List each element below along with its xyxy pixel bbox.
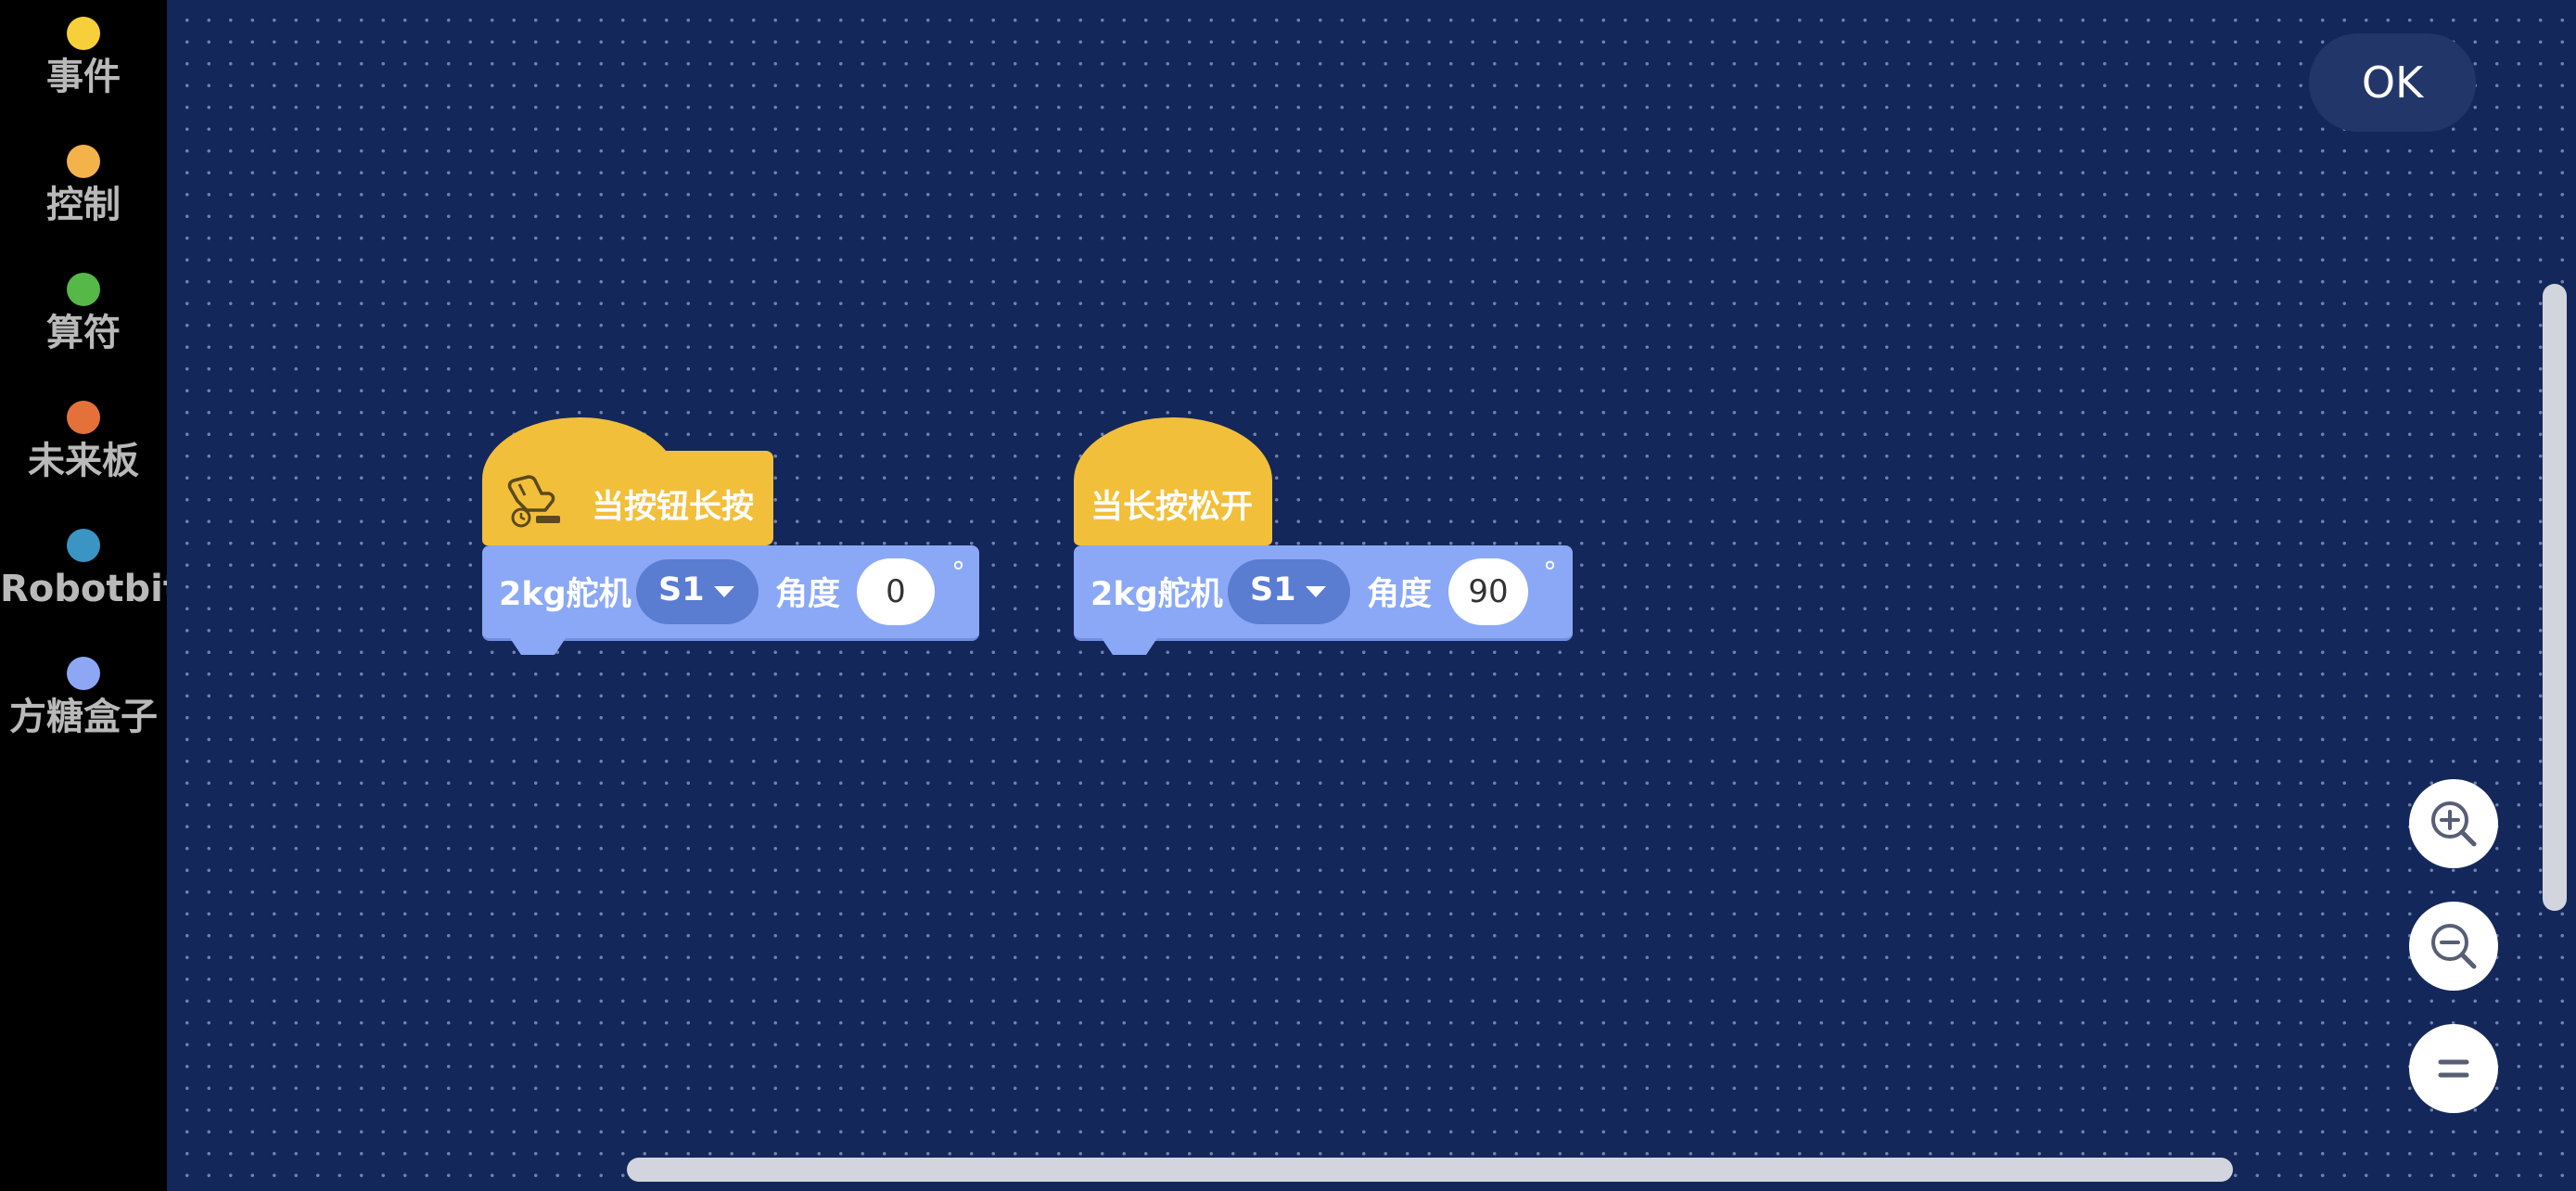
category-label: 未来板 (28, 440, 139, 482)
vertical-scrollbar[interactable] (2543, 284, 2567, 911)
block-bottom-notch (510, 638, 566, 655)
category-dot (67, 529, 100, 562)
hat-block-extension (649, 451, 773, 545)
category-operators[interactable]: 算符 (0, 256, 167, 377)
angle-input[interactable]: 0 (857, 558, 935, 625)
dropdown-arrow-icon (1306, 586, 1326, 597)
category-sugar-box[interactable]: 方糖盒子 (0, 640, 167, 761)
zoom-out-button[interactable] (2409, 902, 2498, 991)
hat-block-label: 当按钮长按 (592, 489, 755, 526)
category-dot (67, 401, 100, 434)
category-dot (67, 17, 100, 50)
degree-symbol: ° (1543, 557, 1557, 589)
category-label: 事件 (46, 56, 121, 98)
servo-block[interactable]: 2kg舵机 S1 角度 90 ° (1074, 545, 1573, 655)
ok-button[interactable]: OK (2309, 33, 2476, 132)
category-label: 方糖盒子 (9, 696, 158, 738)
category-future-board[interactable]: 未来板 (0, 384, 167, 505)
category-label: Robotbit (0, 568, 181, 610)
zoom-out-icon (2431, 924, 2477, 969)
port-dropdown-value: S1 (1250, 571, 1296, 608)
reset-zoom-button[interactable] (2409, 1024, 2498, 1113)
hat-block-label: 当长按松开 (1090, 489, 1254, 526)
category-events[interactable]: 事件 (0, 0, 167, 121)
category-dot (67, 657, 100, 690)
zoom-in-icon (2431, 801, 2477, 847)
reset-zoom-icon (2438, 1059, 2469, 1078)
category-label: 算符 (46, 312, 121, 354)
port-dropdown[interactable]: S1 (636, 559, 759, 624)
category-robotbit[interactable]: Robotbit (0, 512, 181, 633)
angle-input[interactable]: 90 (1448, 558, 1528, 625)
category-control[interactable]: 控制 (0, 128, 167, 249)
port-dropdown-value: S1 (658, 571, 705, 608)
angle-label: 角度 (1367, 576, 1433, 613)
dropdown-arrow-icon (714, 586, 734, 597)
hand-press-timer-icon (504, 469, 567, 532)
port-dropdown[interactable]: S1 (1228, 559, 1350, 624)
zoom-in-button[interactable] (2409, 779, 2498, 868)
servo-device-label: 2kg舵机 (1090, 576, 1223, 613)
angle-label: 角度 (775, 576, 841, 613)
servo-block[interactable]: 2kg舵机 S1 角度 0 ° (482, 545, 979, 655)
horizontal-scrollbar[interactable] (627, 1158, 2233, 1182)
category-dot (67, 145, 100, 178)
category-sidebar: 事件 控制 算符 未来板 Robotbit 方糖盒子 (0, 0, 181, 1191)
category-label: 控制 (46, 184, 121, 226)
category-dot (67, 273, 100, 306)
hat-block-shape (1074, 417, 1272, 545)
degree-symbol: ° (951, 557, 965, 589)
block-bottom-notch (1102, 638, 1157, 655)
servo-device-label: 2kg舵机 (499, 576, 631, 613)
